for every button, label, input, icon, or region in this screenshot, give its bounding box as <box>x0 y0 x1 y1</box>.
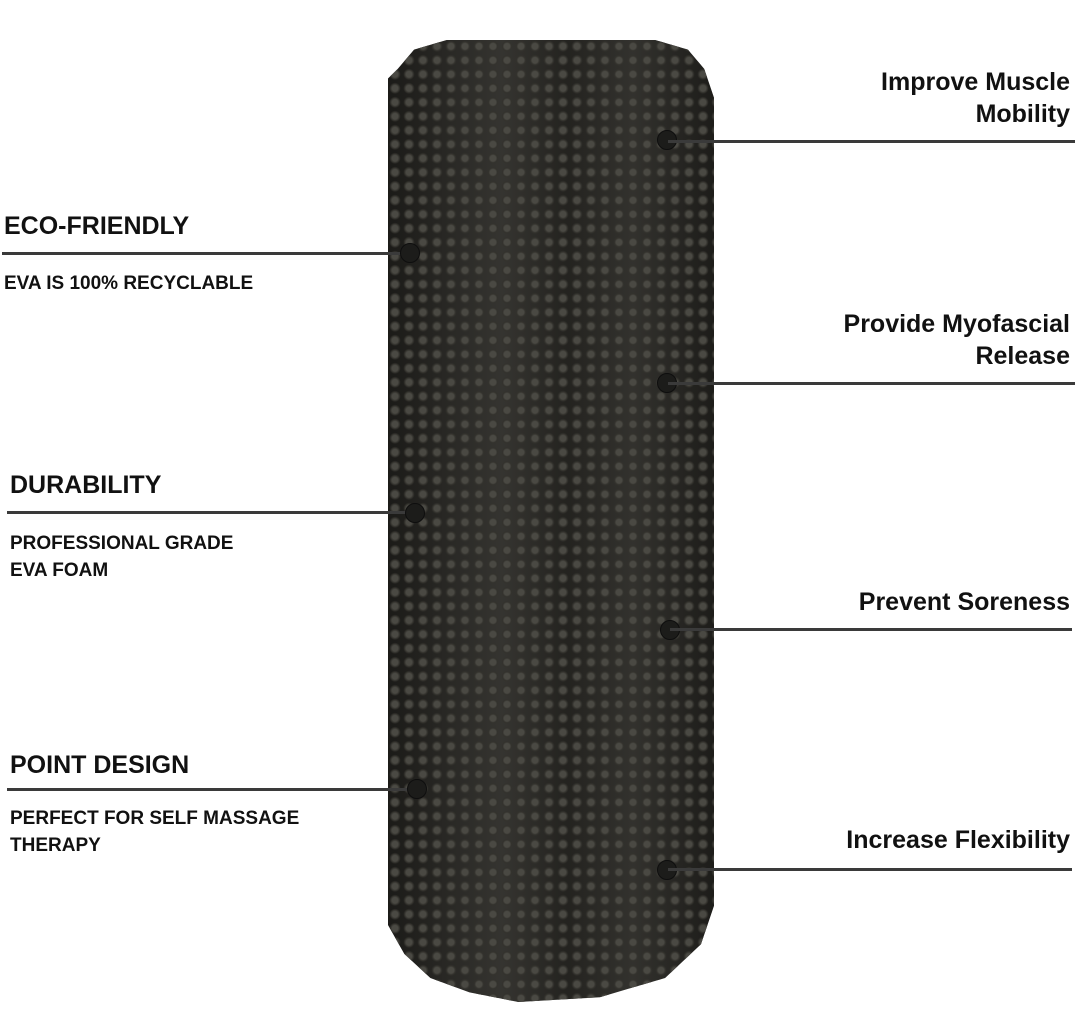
callout-dot <box>407 779 427 799</box>
callout-title: Provide Myofascial Release <box>843 310 1070 370</box>
callout-line <box>668 140 1075 143</box>
callout-title: ECO-FRIENDLY <box>4 212 190 240</box>
callout-dot <box>405 503 425 523</box>
callout-title: POINT DESIGN <box>10 751 190 779</box>
callout-subtitle: PERFECT FOR SELF MASSAGE THERAPY <box>10 808 300 856</box>
callout-title: DURABILITY <box>10 471 162 499</box>
callout-dot <box>400 243 420 263</box>
callout-line <box>668 868 1072 871</box>
callout-title: Prevent Soreness <box>858 588 1070 616</box>
callout-line <box>2 252 408 255</box>
callout-subtitle: EVA IS 100% RECYCLABLE <box>4 273 254 294</box>
callout-title: Increase Flexibility <box>846 826 1070 854</box>
callout-line <box>668 382 1075 385</box>
callout-subtitle: PROFESSIONAL GRADE EVA FOAM <box>10 533 234 581</box>
callout-title: Improve Muscle Mobility <box>881 68 1070 128</box>
callout-line <box>7 788 417 791</box>
callout-line <box>670 628 1072 631</box>
foam-roller-image <box>388 40 714 1002</box>
callout-line <box>7 511 415 514</box>
